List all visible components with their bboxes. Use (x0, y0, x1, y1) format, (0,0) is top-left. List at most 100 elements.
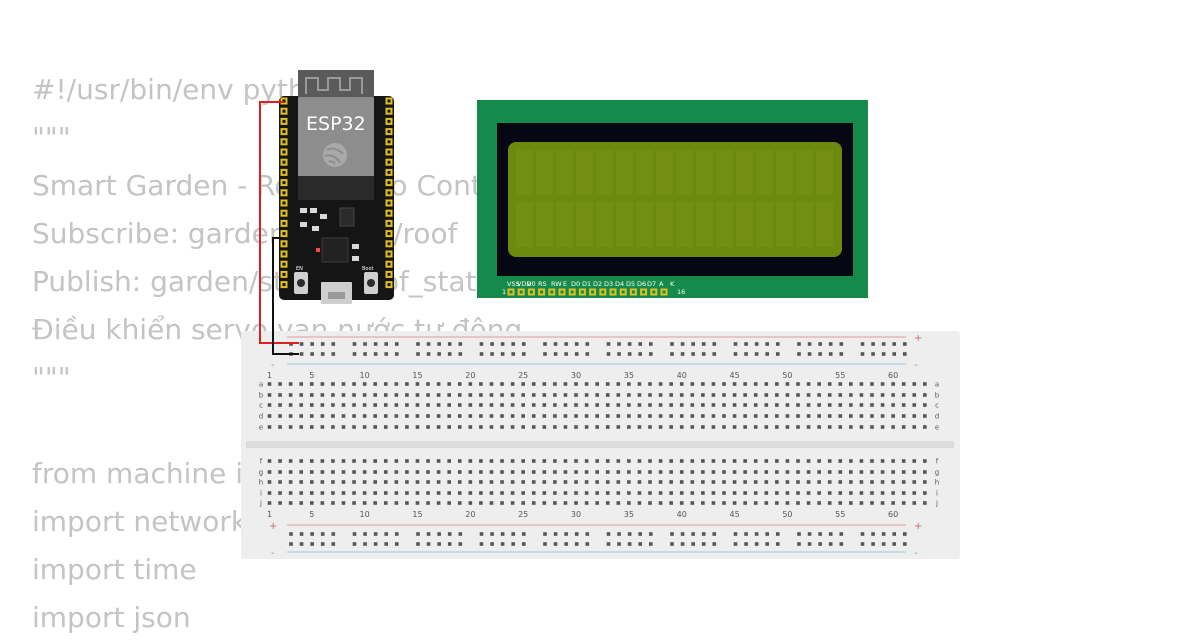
esp32-pin-right[interactable] (385, 189, 393, 197)
power-wire[interactable] (259, 101, 299, 344)
breadboard-hole (701, 414, 705, 418)
esp32-pin-left[interactable] (280, 158, 288, 166)
breadboard-hole (267, 425, 272, 429)
breadboard-hole (648, 480, 652, 484)
esp32-pin-left[interactable] (280, 168, 288, 176)
esp32-pin-right[interactable] (385, 270, 393, 278)
esp32-pin-left[interactable] (280, 260, 288, 268)
breadboard-hole (817, 425, 821, 429)
lcd-pin[interactable] (578, 288, 586, 296)
esp32-pin-left[interactable] (280, 117, 288, 125)
esp32-pin-left[interactable] (280, 209, 288, 217)
lcd-pin[interactable] (558, 288, 566, 296)
esp32-pin-right[interactable] (385, 219, 393, 227)
esp32-pin-right[interactable] (385, 97, 393, 105)
esp32-pin-right[interactable] (385, 230, 393, 238)
breadboard-hole (309, 414, 314, 418)
esp32-pin-right[interactable] (385, 260, 393, 268)
breadboard-holes[interactable] (267, 342, 927, 546)
breadboard-hole (838, 403, 843, 407)
esp32-pin-left[interactable] (280, 189, 288, 197)
esp32-pin-left[interactable] (280, 230, 288, 238)
breadboard-hole (553, 491, 557, 495)
breadboard-rail-hole (892, 342, 897, 346)
breadboard-hole (785, 414, 790, 418)
breadboard-hole (320, 382, 325, 386)
breadboard-rail-hole (574, 542, 579, 546)
lcd-pin-header[interactable] (507, 288, 668, 296)
esp32-pin-right[interactable] (385, 250, 393, 258)
lcd-pin[interactable] (548, 288, 556, 296)
lcd-pin[interactable] (568, 288, 576, 296)
breadboard-hole (362, 459, 367, 463)
lcd-pin[interactable] (650, 288, 658, 296)
lcd-pin-label: V0 (527, 280, 536, 288)
breadboard-rail-hole (490, 542, 494, 546)
breadboard-hole (775, 491, 779, 495)
lcd-pin[interactable] (609, 288, 617, 296)
lcd-pin[interactable] (517, 288, 525, 296)
breadboard-hole (901, 414, 906, 418)
lcd-pin[interactable] (527, 288, 535, 296)
esp32-pin-left[interactable] (280, 270, 288, 278)
lcd-pin[interactable] (538, 288, 546, 296)
esp32-pin-right[interactable] (385, 148, 393, 156)
breadboard-hole (912, 470, 917, 474)
breadboard-hole (394, 414, 399, 418)
lcd-pin[interactable] (599, 288, 607, 296)
breadboard-hole (320, 491, 325, 495)
esp32-pin-right[interactable] (385, 209, 393, 217)
esp32-pin-left[interactable] (280, 148, 288, 156)
breadboard-hole (341, 403, 346, 407)
breadboard-rail-hole (670, 352, 674, 356)
breadboard-rail-hole (500, 352, 505, 356)
esp32-pin-right[interactable] (385, 179, 393, 187)
breadboard-rail-hole (712, 542, 717, 546)
breadboard-rail-hole (426, 542, 431, 546)
esp32-pin-left[interactable] (280, 138, 288, 146)
breadboard-rail-hole (754, 532, 759, 536)
esp32-pin-left[interactable] (280, 219, 288, 227)
breadboard-rail-hole (352, 352, 357, 356)
esp32-pin-left[interactable] (280, 199, 288, 207)
breadboard-hole (679, 393, 684, 397)
esp32-pin-left[interactable] (280, 250, 288, 258)
breadboard-rail-hole (320, 352, 325, 356)
esp32-board[interactable]: ESP32 EN Boot (279, 70, 394, 304)
breadboard-hole (320, 425, 325, 429)
column-number: 30 (571, 371, 581, 380)
lcd-pin[interactable] (619, 288, 627, 296)
breadboard-hole (288, 382, 293, 386)
lcd-pin[interactable] (507, 288, 515, 296)
esp32-pin-right[interactable] (385, 158, 393, 166)
esp32-pin-right[interactable] (385, 240, 393, 248)
esp32-pin-headers[interactable] (280, 97, 393, 289)
esp32-pin-left[interactable] (280, 179, 288, 187)
esp32-pin-right[interactable] (385, 199, 393, 207)
esp32-pin-right[interactable] (385, 281, 393, 289)
column-number: 20 (465, 371, 475, 380)
breadboard-hole (870, 382, 874, 386)
esp32-pin-right[interactable] (385, 117, 393, 125)
lcd-pin[interactable] (629, 288, 637, 296)
breadboard-hole (817, 501, 821, 505)
ground-wire[interactable] (272, 237, 299, 355)
esp32-pin-right[interactable] (385, 168, 393, 176)
breadboard-hole (394, 459, 399, 463)
esp32-pin-left[interactable] (280, 128, 288, 136)
esp32-pin-left[interactable] (280, 107, 288, 115)
esp32-pin-left[interactable] (280, 281, 288, 289)
lcd-pin[interactable] (640, 288, 648, 296)
esp32-pin-right[interactable] (385, 138, 393, 146)
lcd-pin[interactable] (589, 288, 597, 296)
breadboard-hole (732, 491, 737, 495)
esp32-pin-left[interactable] (280, 240, 288, 248)
breadboard-hole (627, 470, 631, 474)
lcd-pin[interactable] (660, 288, 668, 296)
breadboard-hole (627, 393, 631, 397)
esp32-pin-right[interactable] (385, 107, 393, 115)
esp32-pin-right[interactable] (385, 128, 393, 136)
